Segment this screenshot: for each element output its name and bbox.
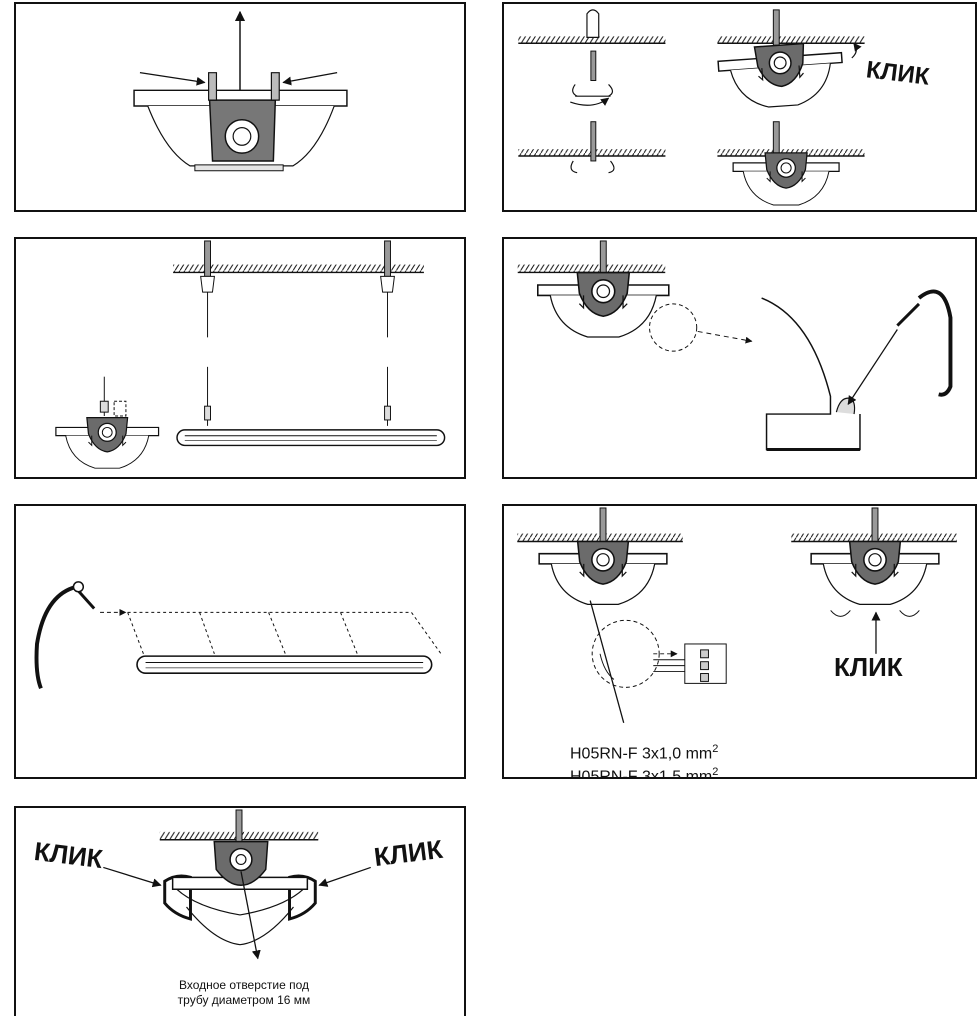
cable-spec-exponent: 2 xyxy=(712,743,719,755)
step-panel-3 xyxy=(14,237,466,479)
step-panel-1 xyxy=(14,2,466,212)
wiring-illustration xyxy=(517,507,957,723)
clip-detail-illustration xyxy=(517,240,953,451)
entry-hole-caption: Входное отверстие под трубу диаметром 16… xyxy=(166,978,322,1008)
clip-release-illustration xyxy=(133,10,348,172)
cable-spec-line-2: H05RN-F 3x1,5 mm xyxy=(570,768,713,779)
click-label: КЛИК xyxy=(834,652,903,682)
suspension-mount-illustration xyxy=(55,240,446,469)
cable-spec-exponent: 2 xyxy=(712,766,719,779)
anchor-mount-illustration xyxy=(518,9,865,206)
step-panel-7: КЛИК КЛИК Входное отверстие под трубу ди… xyxy=(14,806,466,1016)
step-panel-6: КЛИК H05RN-F 3x1,0 mm2 H05RN-F 3x1,5 mm2 xyxy=(502,504,977,779)
cover-attach-illustration xyxy=(103,809,371,960)
entry-hole-caption-line-1: Входное отверстие под xyxy=(178,978,310,992)
cable-spec: H05RN-F 3x1,0 mm2 H05RN-F 3x1,5 mm2 xyxy=(570,740,719,779)
step-panel-2: КЛИК xyxy=(502,2,977,212)
step-panel-4 xyxy=(502,237,977,479)
clip-placement-illustration xyxy=(34,581,442,690)
cable-spec-line-1: H05RN-F 3x1,0 mm xyxy=(570,745,713,763)
step-panel-5 xyxy=(14,504,466,779)
entry-hole-caption-line-2: трубу диаметром 16 мм xyxy=(177,993,311,1007)
